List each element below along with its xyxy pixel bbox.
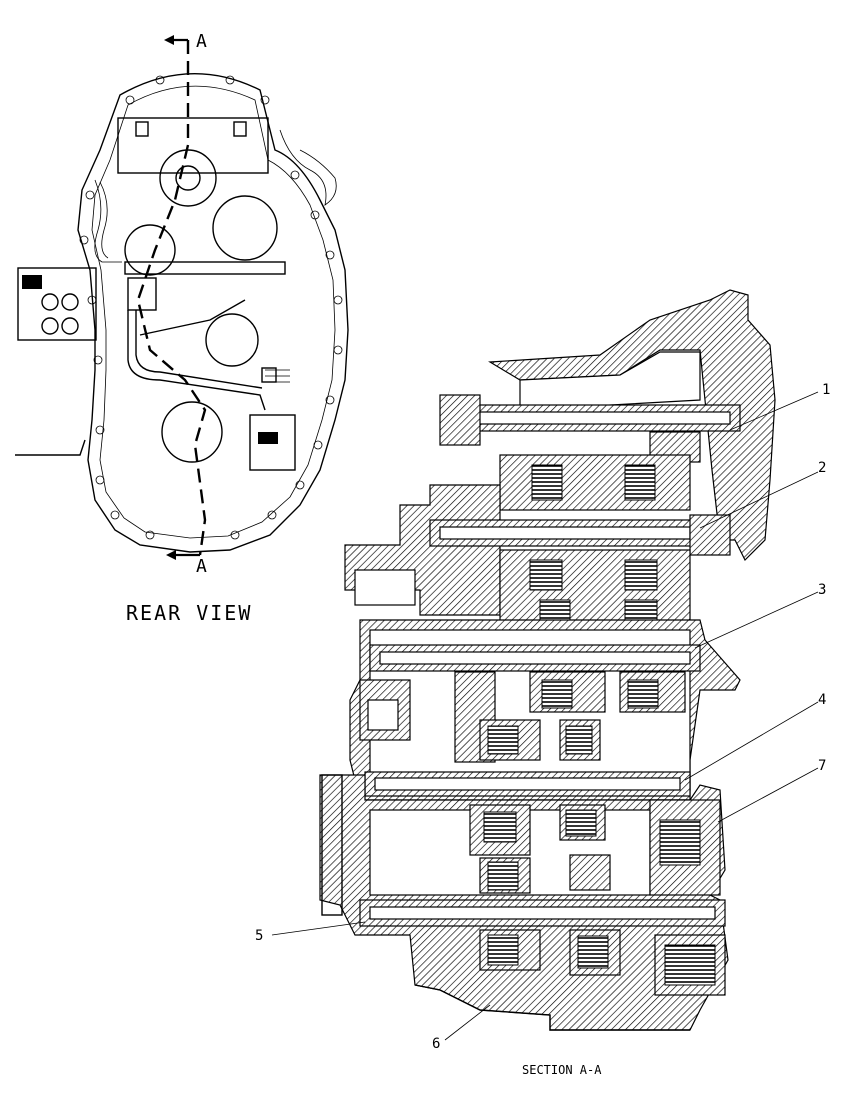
oil-pan [414, 984, 690, 1031]
leader-4 [684, 701, 819, 781]
harness [94, 179, 122, 263]
valve-connector [22, 275, 42, 289]
input-boss [159, 149, 217, 207]
leader-3 [694, 591, 819, 649]
callout-3: 3 [818, 582, 826, 598]
callout-1: 1 [822, 382, 830, 398]
callout-5: 5 [255, 928, 263, 944]
callout-2: 2 [818, 460, 826, 476]
gear-lower [161, 401, 223, 463]
leader-6 [444, 1004, 491, 1041]
tube [127, 310, 266, 411]
harness-right [279, 129, 337, 206]
shaft-1-bearing-left [439, 394, 481, 446]
side-block [249, 414, 296, 471]
rear-housing-inner [91, 85, 336, 539]
rear-view: A A [15, 31, 349, 577]
section-view [319, 289, 776, 1031]
gear-upper-right [212, 195, 278, 261]
ground-line [15, 439, 86, 456]
cover-bolt [233, 121, 247, 137]
section-view-title: SECTION A-A [522, 1063, 602, 1077]
section-cut-line [136, 40, 207, 556]
perimeter-bolts [79, 75, 343, 540]
tube-3 [139, 299, 246, 336]
gear-upper-left [124, 224, 176, 276]
callout-leaders [271, 391, 819, 1041]
input-bore [175, 165, 201, 191]
rear-housing-outline [77, 72, 349, 553]
callout-6: 6 [432, 1036, 440, 1052]
callout-4: 4 [818, 692, 826, 708]
leader-2 [699, 471, 819, 529]
rail [124, 261, 286, 275]
clutch-pack [531, 464, 563, 501]
leader-5 [271, 921, 366, 936]
callout-7: 7 [818, 758, 826, 774]
bracket [127, 277, 157, 311]
clutch-row-1 [499, 454, 691, 511]
left-plate [321, 774, 343, 916]
harness-2 [99, 181, 109, 259]
upper-cover [117, 117, 269, 174]
section-marker-bottom: A [196, 556, 207, 577]
clutch-pack [624, 464, 656, 501]
leader-1 [729, 391, 819, 431]
leader-7 [717, 767, 819, 823]
housing-top [488, 289, 776, 562]
section-marker-top: A [196, 31, 207, 52]
tube-2 [135, 310, 263, 389]
gear-middle [205, 313, 259, 367]
valve-block [17, 267, 97, 341]
rear-view-title: REAR VIEW [126, 601, 252, 625]
cover-bolt [135, 121, 149, 137]
